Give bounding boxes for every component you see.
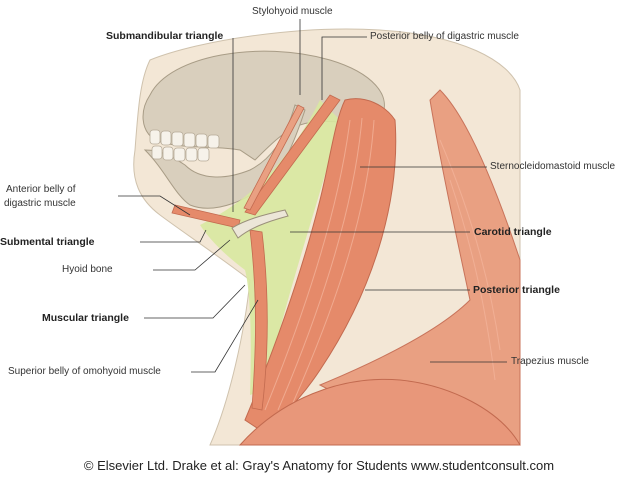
muscle-fibers bbox=[264, 117, 501, 411]
label-superior-belly-omohyoid: Superior belly of omohyoid muscle bbox=[8, 366, 161, 377]
label-trapezius: Trapezius muscle bbox=[511, 356, 589, 367]
omohyoid bbox=[249, 229, 268, 411]
copyright-footer: © Elsevier Ltd. Drake et al: Gray's Anat… bbox=[83, 458, 555, 473]
label-hyoid-bone: Hyoid bone bbox=[62, 264, 113, 275]
label-posterior-triangle: Posterior triangle bbox=[473, 284, 560, 296]
label-muscular-triangle: Muscular triangle bbox=[42, 312, 129, 324]
hyoid-bone-shape bbox=[231, 209, 289, 239]
trapezius-muscle bbox=[318, 89, 521, 446]
label-anterior-belly-digastric-2: digastric muscle bbox=[4, 198, 76, 209]
label-carotid-triangle: Carotid triangle bbox=[474, 226, 552, 238]
shoulder-muscles bbox=[238, 378, 521, 446]
stylohyoid bbox=[243, 104, 305, 211]
label-stylohyoid: Stylohyoid muscle bbox=[252, 6, 333, 17]
label-submental-triangle: Submental triangle bbox=[0, 236, 95, 248]
label-submandibular-triangle: Submandibular triangle bbox=[106, 30, 224, 42]
label-anterior-belly-digastric-1: Anterior belly of bbox=[6, 184, 76, 195]
label-sternocleidomastoid: Sternocleidomastoid muscle bbox=[490, 161, 616, 172]
label-posterior-belly-digastric: Posterior belly of digastric muscle bbox=[370, 31, 519, 42]
footer-background bbox=[0, 448, 638, 479]
posterior-digastric bbox=[244, 94, 341, 216]
leader-lines bbox=[118, 19, 507, 373]
anterior-triangle-region bbox=[200, 100, 340, 395]
teeth bbox=[149, 129, 220, 162]
